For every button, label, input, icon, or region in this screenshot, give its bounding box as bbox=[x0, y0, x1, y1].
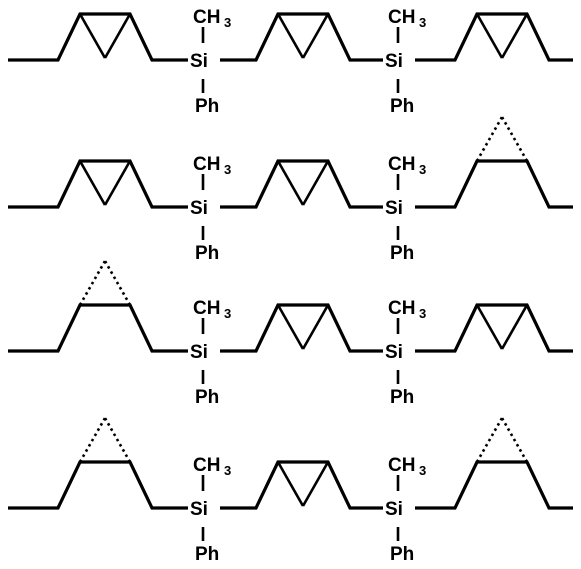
methyl-label: CH bbox=[388, 298, 415, 319]
cyclopropane-bond bbox=[78, 160, 107, 206]
methyl-subscript: 3 bbox=[419, 463, 426, 478]
phenyl-label: Ph bbox=[390, 544, 414, 565]
backbone-segment bbox=[8, 303, 188, 353]
opened-ring-bond bbox=[103, 417, 132, 463]
methyl-subscript: 3 bbox=[419, 162, 426, 177]
silicon-label: Si bbox=[385, 51, 403, 72]
silicon-label: Si bbox=[385, 342, 403, 363]
opened-ring-bond bbox=[78, 260, 107, 306]
silicon-unit: Si CH 3Ph bbox=[190, 455, 231, 565]
cyclopropane-bond bbox=[500, 304, 529, 350]
phenyl-label: Ph bbox=[390, 243, 414, 264]
opened-ring-bond bbox=[500, 116, 529, 162]
backbone-segment bbox=[415, 460, 573, 510]
backbone-segment bbox=[415, 303, 573, 353]
cyclopropane-bond bbox=[301, 304, 330, 350]
cyclopropane-bond bbox=[475, 13, 504, 59]
phenyl-label: Ph bbox=[195, 387, 219, 408]
silicon-label: Si bbox=[190, 51, 208, 72]
methyl-label: CH bbox=[388, 154, 415, 175]
polymer-chain: Si CH 3Ph Si CH 3Ph bbox=[8, 260, 573, 408]
backbone-segment bbox=[415, 159, 573, 209]
polymer-chain: Si CH 3Ph Si CH 3Ph bbox=[8, 417, 573, 565]
methyl-label: CH bbox=[193, 298, 220, 319]
methyl-label: CH bbox=[193, 154, 220, 175]
silicon-label: Si bbox=[190, 198, 208, 219]
silicon-label: Si bbox=[385, 198, 403, 219]
backbone-segment bbox=[8, 159, 188, 209]
cyclopropane-bond bbox=[301, 13, 330, 59]
opened-ring-bond bbox=[103, 260, 132, 306]
silicon-label: Si bbox=[385, 499, 403, 520]
methyl-label: CH bbox=[193, 455, 220, 476]
silicon-unit: Si CH 3Ph bbox=[385, 298, 426, 408]
phenyl-label: Ph bbox=[390, 96, 414, 117]
methyl-subscript: 3 bbox=[224, 162, 231, 177]
phenyl-label: Ph bbox=[390, 387, 414, 408]
opened-ring-bond bbox=[475, 116, 504, 162]
methyl-subscript: 3 bbox=[224, 15, 231, 30]
phenyl-label: Ph bbox=[195, 243, 219, 264]
cyclopropane-bond bbox=[301, 160, 330, 206]
silicon-unit: Si CH 3Ph bbox=[385, 154, 426, 264]
backbone-segment bbox=[220, 12, 383, 62]
silicon-unit: Si CH 3Ph bbox=[190, 7, 231, 117]
polymer-chain: Si CH 3Ph Si CH 3Ph bbox=[8, 116, 573, 264]
silicon-label: Si bbox=[190, 499, 208, 520]
cyclopropane-bond bbox=[78, 13, 107, 59]
silicon-unit: Si CH 3Ph bbox=[385, 455, 426, 565]
cyclopropane-bond bbox=[103, 13, 132, 59]
opened-ring-bond bbox=[475, 417, 504, 463]
methyl-label: CH bbox=[388, 7, 415, 28]
methyl-subscript: 3 bbox=[224, 463, 231, 478]
methyl-label: CH bbox=[193, 7, 220, 28]
methyl-subscript: 3 bbox=[419, 15, 426, 30]
cyclopropane-bond bbox=[500, 13, 529, 59]
silicon-unit: Si CH 3Ph bbox=[190, 298, 231, 408]
cyclopropane-bond bbox=[276, 160, 305, 206]
cyclopropane-bond bbox=[276, 461, 305, 507]
silicon-label: Si bbox=[190, 342, 208, 363]
methyl-label: CH bbox=[388, 455, 415, 476]
backbone-segment bbox=[220, 303, 383, 353]
opened-ring-bond bbox=[500, 417, 529, 463]
cyclopropane-bond bbox=[103, 160, 132, 206]
polymer-chain: Si CH 3Ph Si CH 3Ph bbox=[8, 7, 573, 117]
methyl-subscript: 3 bbox=[224, 306, 231, 321]
cyclopropane-bond bbox=[301, 461, 330, 507]
silicon-unit: Si CH 3Ph bbox=[385, 7, 426, 117]
phenyl-label: Ph bbox=[195, 96, 219, 117]
phenyl-label: Ph bbox=[195, 544, 219, 565]
backbone-segment bbox=[415, 12, 573, 62]
cyclopropane-bond bbox=[276, 13, 305, 59]
methyl-subscript: 3 bbox=[419, 306, 426, 321]
backbone-segment bbox=[220, 159, 383, 209]
opened-ring-bond bbox=[78, 417, 107, 463]
silicon-unit: Si CH 3Ph bbox=[190, 154, 231, 264]
backbone-segment bbox=[220, 460, 383, 510]
cyclopropane-bond bbox=[475, 304, 504, 350]
backbone-segment bbox=[8, 460, 188, 510]
cyclopropane-bond bbox=[276, 304, 305, 350]
backbone-segment bbox=[8, 12, 188, 62]
